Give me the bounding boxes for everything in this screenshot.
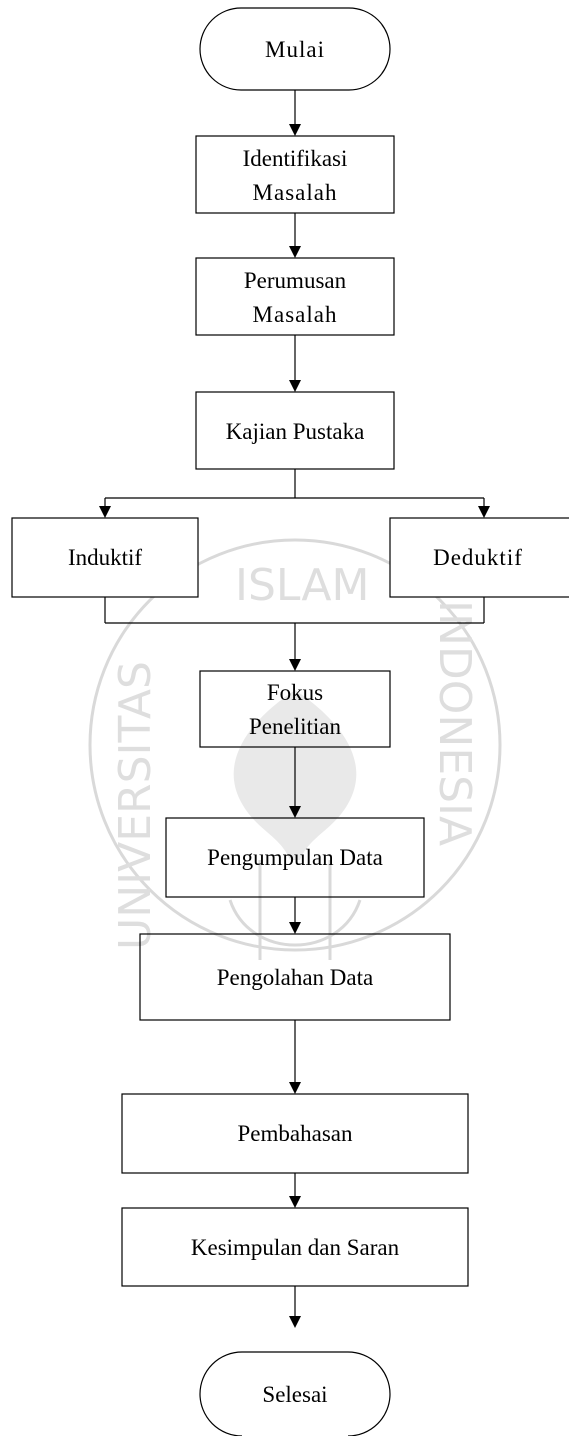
step-inductive: Induktif bbox=[11, 517, 199, 598]
start-label: Mulai bbox=[265, 37, 325, 62]
step-data-collection: Pengumpulan Data bbox=[165, 817, 425, 898]
end-terminator: Selesai bbox=[199, 1351, 391, 1436]
start-terminator: Mulai bbox=[199, 7, 391, 91]
step-problem-identification: Identifikasi Masalah bbox=[195, 135, 395, 214]
step-deductive: Deduktif bbox=[389, 517, 569, 598]
problem-formulation-line-2: Masalah bbox=[253, 302, 338, 327]
step-problem-formulation: Perumusan Masalah bbox=[195, 257, 395, 336]
discussion-label: Pembahasan bbox=[238, 1121, 353, 1146]
step-discussion: Pembahasan bbox=[121, 1093, 469, 1174]
problem-formulation-line-1: Perumusan bbox=[244, 268, 347, 293]
watermark-text-right: INDONESIA bbox=[429, 600, 480, 846]
literature-review-label: Kajian Pustaka bbox=[226, 419, 365, 444]
inductive-label: Induktif bbox=[68, 545, 142, 570]
end-label: Selesai bbox=[262, 1382, 327, 1407]
problem-identification-line-1: Identifikasi bbox=[243, 146, 348, 171]
deductive-label: Deduktif bbox=[433, 545, 523, 570]
research-focus-line-1: Fokus bbox=[267, 680, 323, 705]
step-data-processing: Pengolahan Data bbox=[139, 933, 451, 1021]
watermark-text-left: UNIVERSITAS bbox=[110, 661, 161, 950]
problem-identification-line-2: Masalah bbox=[253, 180, 338, 205]
research-focus-line-2: Penelitian bbox=[249, 714, 341, 739]
conclusion-label: Kesimpulan dan Saran bbox=[191, 1235, 400, 1260]
watermark-text-top: ISLAM bbox=[235, 560, 370, 611]
connectors bbox=[99, 90, 490, 1328]
step-literature-review: Kajian Pustaka bbox=[195, 391, 395, 470]
data-collection-label: Pengumpulan Data bbox=[207, 845, 383, 870]
data-processing-label: Pengolahan Data bbox=[217, 965, 373, 990]
step-research-focus: Fokus Penelitian bbox=[199, 670, 391, 748]
step-conclusion: Kesimpulan dan Saran bbox=[121, 1207, 469, 1287]
